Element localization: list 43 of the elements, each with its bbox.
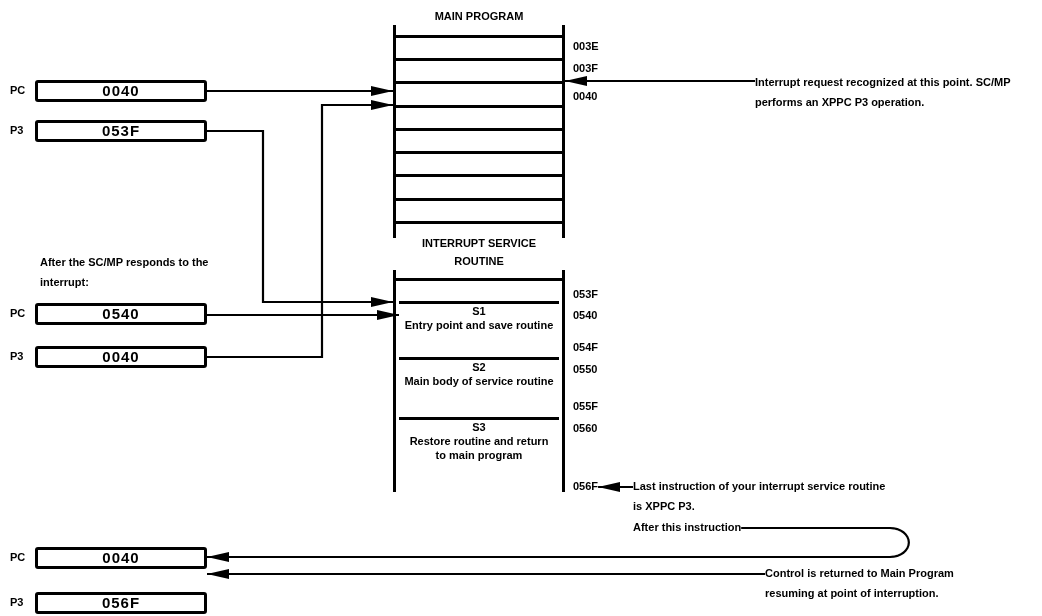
arrow — [207, 86, 393, 96]
annotation-text: Last instruction of your interrupt service routine is XPPC P3. — [633, 476, 893, 516]
section-text: Entry point and save routine — [403, 318, 555, 332]
arrow — [565, 76, 755, 86]
section-text: Restore routine and return to main program — [408, 434, 550, 462]
address-label: 0040 — [573, 90, 598, 102]
address-label: 0560 — [573, 422, 598, 434]
address-label: 056F — [573, 480, 599, 492]
section-heading: MAIN PROGRAM — [433, 9, 525, 24]
register-box: 053F — [35, 120, 207, 142]
caption-text: After the SC/MP responds to the interrupt: — [40, 255, 210, 290]
section-text: S3 — [471, 420, 487, 434]
arrow — [207, 526, 910, 562]
address-label: 003E — [573, 40, 599, 52]
arrow — [207, 100, 393, 359]
arrow — [598, 482, 633, 492]
address-label: 054F — [573, 341, 599, 353]
register-name: P3 — [10, 124, 24, 136]
address-label: 0550 — [573, 363, 598, 375]
annotation-text: Control is returned to Main Program resuming at point of interruption. — [765, 563, 1005, 603]
register-name: PC — [10, 307, 26, 319]
register-name: PC — [10, 84, 26, 96]
section-text: Main body of service routine — [403, 374, 555, 388]
register-box: 056F — [35, 592, 207, 614]
arrow — [207, 310, 399, 320]
section-heading: INTERRUPT SERVICE ROUTINE — [420, 240, 538, 269]
register-name: PC — [10, 551, 26, 563]
register-box: 0040 — [35, 547, 207, 569]
annotation-text: Interrupt request recognized at this point. SC/MP performs an XPPC P3 operation. — [755, 72, 1042, 112]
section-text: S1 — [471, 304, 487, 318]
address-label: 0540 — [573, 309, 598, 321]
address-label: 053F — [573, 288, 599, 300]
address-label: 055F — [573, 400, 599, 412]
arrow — [207, 129, 393, 307]
register-name: P3 — [10, 350, 24, 362]
register-box: 0040 — [35, 346, 207, 368]
arrow — [207, 569, 765, 579]
register-box: 0540 — [35, 303, 207, 325]
register-box: 0040 — [35, 80, 207, 102]
address-label: 003F — [573, 62, 599, 74]
annotation-text: After this instruction — [633, 517, 742, 537]
register-name: P3 — [10, 596, 24, 608]
section-text: S2 — [471, 360, 487, 374]
